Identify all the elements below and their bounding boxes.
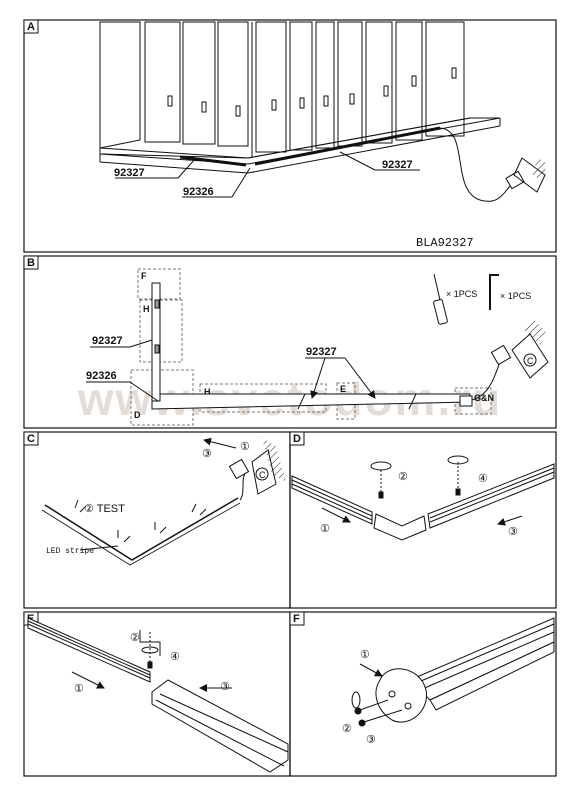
code-92327-b-horizontal: 92327 — [306, 346, 337, 358]
panel-a: A — [23, 19, 557, 253]
kitchen-cabinets — [99, 21, 501, 174]
power-socket-c — [203, 437, 286, 495]
panel-e: E ② ④ ① ③ — [23, 611, 291, 777]
detail-h-vertical: H — [143, 304, 150, 314]
model-number: BLA92327 — [416, 236, 474, 250]
step-3-e: ③ — [220, 681, 230, 693]
step-3-f: ③ — [366, 734, 376, 746]
panel-c: C ② TEST LED stripe C ① ③ — [23, 431, 291, 609]
hex-key-quantity: × 1PCS — [500, 291, 531, 301]
step-2-d: ② — [398, 471, 408, 483]
detail-d: D — [134, 410, 141, 420]
detail-h-horizontal: H — [204, 387, 211, 397]
step-1-d: ① — [320, 523, 330, 535]
panel-d: D ② ④ ① ③ — [289, 431, 557, 609]
screwdriver-icon — [433, 273, 448, 325]
screw-indicator-e — [71, 630, 232, 692]
profile-layout — [151, 282, 473, 410]
step-1-e: ① — [74, 683, 84, 695]
profiles-e — [27, 617, 289, 773]
end-cap-f — [375, 668, 427, 723]
socket-letter-c: C — [259, 470, 266, 480]
step-2-f: ② — [342, 723, 352, 735]
test-label: ② TEST — [84, 503, 125, 515]
led-stripe-label: LED stripe — [46, 547, 94, 556]
detail-e: E — [340, 384, 346, 394]
code-92326-b: 92326 — [86, 370, 117, 382]
panel-c-letter: C — [27, 433, 35, 445]
hex-key-icon — [489, 274, 499, 310]
gn-connector-label: G&N — [474, 393, 494, 403]
panel-f: F ① ② ③ — [289, 611, 557, 777]
panel-a-letter: A — [27, 21, 35, 33]
power-socket-b — [471, 318, 549, 401]
code-92327-b-vertical: 92327 — [92, 335, 123, 347]
profile-f — [409, 617, 555, 711]
panel-b-letter: B — [27, 257, 35, 269]
code-92326: 92326 — [183, 186, 214, 198]
socket-letter-b: C — [527, 356, 534, 366]
step-4-e: ④ — [170, 651, 180, 663]
step-3-d: ③ — [508, 526, 518, 538]
screwdriver-quantity: × 1PCS — [446, 289, 477, 299]
detail-f: F — [141, 271, 147, 281]
code-92327-right: 92327 — [382, 159, 413, 171]
panel-d-letter: D — [293, 433, 301, 445]
part-codes-a: 92327 92327 92326 — [114, 151, 420, 198]
step-1-c: ① — [240, 441, 250, 453]
led-sparkle-marks — [74, 499, 207, 543]
part-codes-b — [86, 339, 376, 402]
led-profiles-a — [179, 126, 548, 202]
screws-f — [351, 663, 403, 727]
step-1-f: ① — [360, 649, 370, 661]
panel-f-letter: F — [293, 613, 300, 625]
code-92327-left: 92327 — [114, 167, 145, 179]
step-2-e: ② — [130, 632, 140, 644]
step-3-c: ③ — [202, 448, 212, 460]
panel-b: B F H H D E G&N — [23, 255, 557, 429]
step-4-d: ④ — [478, 473, 488, 485]
screw-indicators-d — [321, 455, 523, 526]
corner-profiles-d — [291, 463, 555, 541]
